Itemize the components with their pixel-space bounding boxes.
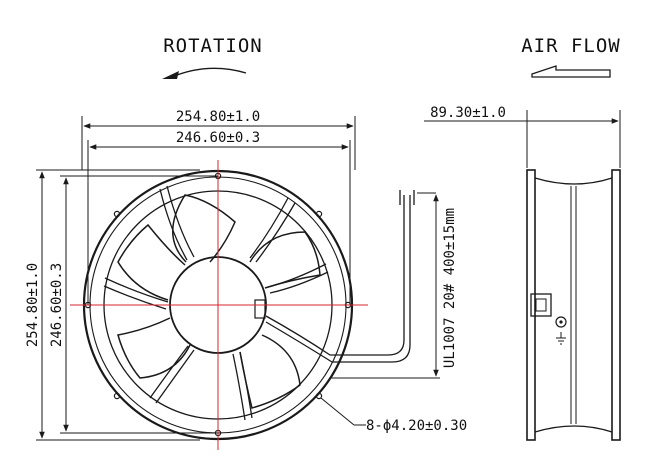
side-dimension <box>424 110 621 168</box>
rotation-arrow-icon <box>171 67 247 78</box>
outer-height-dimension: 254.80±1.0 <box>25 263 41 347</box>
airflow-arrow-icon <box>531 65 611 78</box>
front-dimensions <box>36 116 356 441</box>
air-flow-label: AIR FLOW <box>521 35 621 57</box>
side-connector <box>530 293 552 317</box>
outer-width-dimension: 254.80±1.0 <box>176 109 260 125</box>
rotation-label: ROTATION <box>163 35 263 57</box>
bolt-width-dimension: 246.60±0.3 <box>176 130 260 146</box>
hole-spec-label: 8-ϕ4.20±0.30 <box>366 418 467 434</box>
bolt-height-dimension: 246.60±0.3 <box>49 263 65 347</box>
wire-harness <box>265 190 415 363</box>
wire-clip-icon <box>254 299 266 319</box>
hole-callout <box>320 397 366 426</box>
ground-icon <box>556 332 566 345</box>
rotation-arrowhead-icon <box>162 71 179 79</box>
cable-spec-label: UL1007 20# 400±15mm <box>442 208 458 368</box>
center-lines <box>70 160 368 450</box>
ground-screw-icon <box>555 316 567 328</box>
depth-dimension: 89.30±1.0 <box>430 105 506 121</box>
cable-dimension <box>330 192 440 379</box>
fan-blades <box>117 194 321 409</box>
fan-side-view <box>526 169 621 441</box>
